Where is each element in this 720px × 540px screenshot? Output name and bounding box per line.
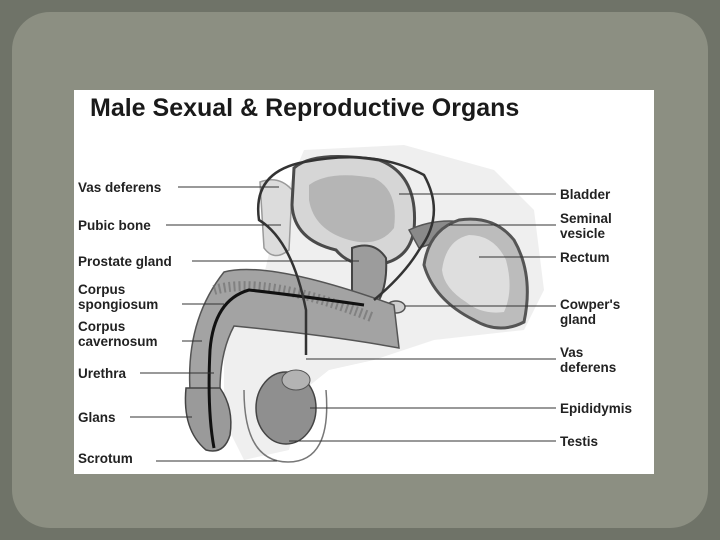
label-bladder: Bladder (560, 187, 610, 202)
pubic-bone-shape (260, 180, 292, 256)
label-rectum: Rectum (560, 250, 610, 265)
anatomy-illustration (74, 90, 654, 474)
label-epididymis: Epididymis (560, 401, 632, 416)
label-glans: Glans (78, 410, 116, 425)
label-corpus-spongiosum: Corpus spongiosum (78, 282, 158, 312)
epididymis-shape (282, 370, 310, 390)
label-prostate-gland: Prostate gland (78, 254, 172, 269)
label-cowpers-gland: Cowper's gland (560, 297, 620, 327)
label-urethra: Urethra (78, 366, 126, 381)
diagram-panel: Male Sexual & Reproductive Organs (74, 90, 654, 474)
label-corpus-cavernosum: Corpus cavernosum (78, 319, 158, 349)
label-vas-deferens-right: Vas deferens (560, 345, 616, 375)
label-scrotum: Scrotum (78, 451, 133, 466)
label-testis: Testis (560, 434, 598, 449)
label-seminal-vesicle: Seminal vesicle (560, 211, 612, 241)
slide-frame: Male Sexual & Reproductive Organs (12, 12, 708, 528)
label-pubic-bone: Pubic bone (78, 218, 151, 233)
label-vas-deferens-left: Vas deferens (78, 180, 161, 195)
